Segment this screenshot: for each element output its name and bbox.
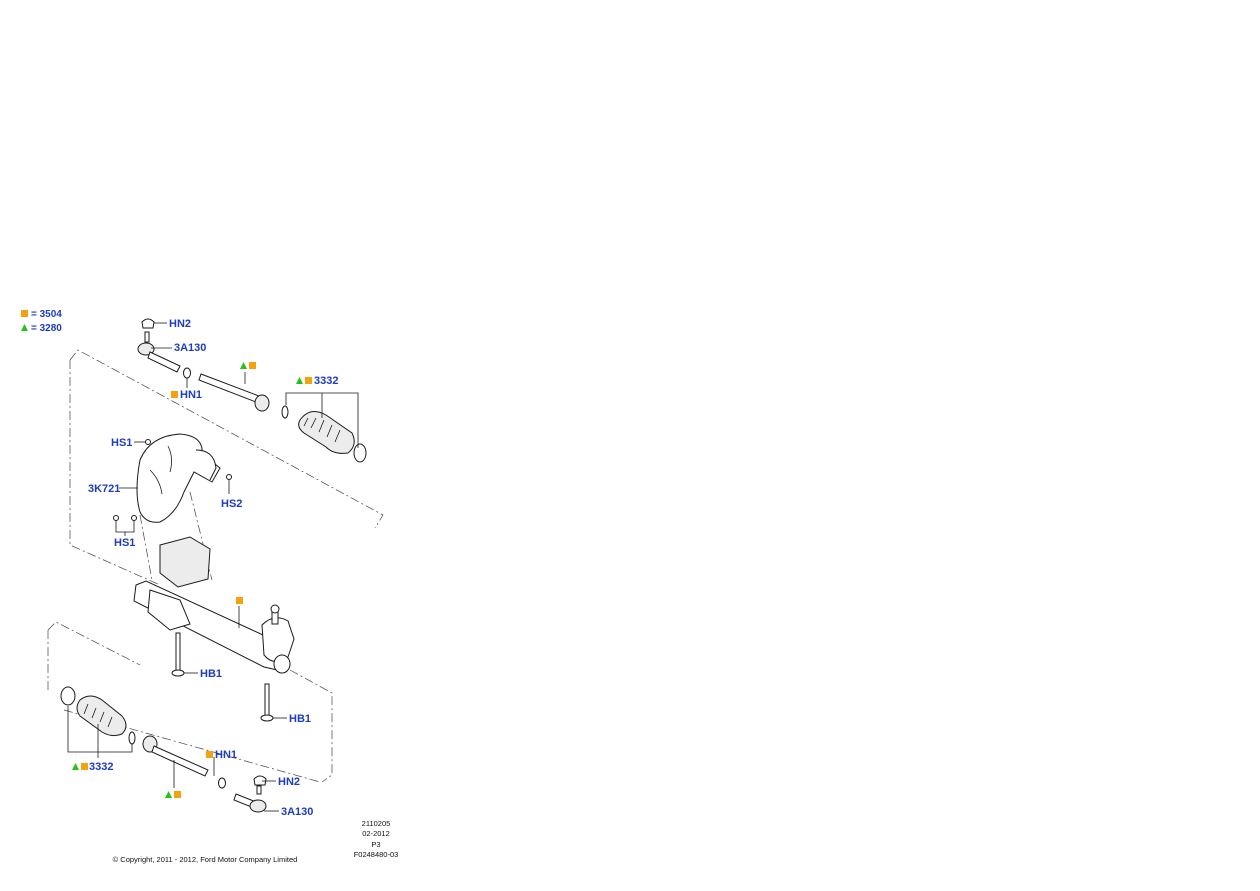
marker-triangle-3332-bottom: [72, 763, 79, 770]
legend-square-marker: [21, 310, 28, 317]
marker-triangle-tierod-bottom: [165, 791, 172, 798]
meta-code: 2110205: [362, 819, 391, 828]
callout-3332-bottom: 3332: [89, 761, 113, 773]
inner-tie-rod-top: [198, 373, 270, 412]
marker-square-tierod-bottom: [174, 791, 181, 798]
callout-hn2-top: HN2: [169, 318, 191, 330]
callout-3a130-top: 3A130: [174, 342, 206, 354]
gear-square-marker: [236, 597, 243, 604]
callout-hb1-right: HB1: [289, 713, 311, 725]
legend: = 3504 = 3280: [21, 309, 62, 334]
marker-square-tierod-top: [249, 362, 256, 369]
inner-tie-rod-bottom: [142, 735, 209, 777]
marker-triangle-3332-top: [296, 377, 303, 384]
steering-boot-top: [281, 405, 367, 463]
heat-shield-bolts: [113, 439, 232, 521]
legend-square-text: = 3504: [31, 309, 62, 320]
drawing-meta: 2110205 02-2012 P3 F0248480-03 © Copyrig…: [113, 819, 399, 864]
callout-hn1-bottom: HN1: [215, 749, 237, 761]
tie-rod-end-top: [137, 318, 191, 379]
marker-square-3332-bottom: [81, 763, 88, 770]
callout-hs1-bottom: HS1: [114, 537, 135, 549]
legend-triangle-marker: [21, 324, 28, 331]
meta-page: P3: [371, 840, 380, 849]
marker-square-hn1-bottom: [206, 751, 213, 758]
steering-gear-assembly: [133, 536, 295, 722]
copyright-notice: © Copyright, 2011 - 2012, Ford Motor Com…: [113, 855, 298, 864]
marker-square-3332-top: [305, 377, 312, 384]
callout-hs1-top: HS1: [111, 437, 132, 449]
callout-hs2: HS2: [221, 498, 242, 510]
marker-square-hn1-top: [171, 391, 178, 398]
leader-lines: [67, 322, 359, 812]
callout-3332-top: 3332: [314, 375, 338, 387]
heat-shield: [136, 433, 221, 523]
tie-rod-end-bottom: [218, 775, 267, 813]
marker-triangle-tierod-top: [240, 362, 247, 369]
callout-3a130-bottom: 3A130: [281, 806, 313, 818]
meta-date: 02-2012: [362, 829, 390, 838]
callout-hn2-bottom: HN2: [278, 776, 300, 788]
meta-figure: F0248480-03: [354, 850, 399, 859]
assembly-outline-lower: [47, 621, 333, 783]
legend-triangle-text: = 3280: [31, 323, 62, 334]
callout-hn1-top: HN1: [180, 389, 202, 401]
callout-3k721: 3K721: [88, 483, 120, 495]
callout-hb1-left: HB1: [200, 668, 222, 680]
callout-labels: HN2 3A130 HN1 3332 HS1 3K721 HS2 HS1 HB1…: [72, 318, 338, 818]
